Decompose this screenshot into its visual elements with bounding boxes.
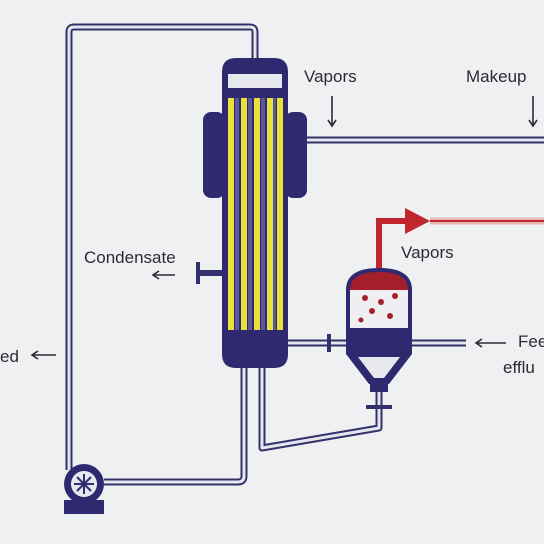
steam-jacket-right <box>285 112 307 198</box>
vapor-arrow-icon <box>405 208 430 234</box>
left-cut-label: ed <box>0 347 19 366</box>
feed-label-line1: Fee <box>518 332 544 351</box>
recirculation-pipe <box>65 23 259 470</box>
steam-jacket-left <box>203 112 225 198</box>
evaporator <box>203 58 307 368</box>
vapors-separator-label: Vapors <box>401 243 454 262</box>
evaporator-to-separator-pipe <box>282 334 346 352</box>
separator-return-pipe <box>258 362 383 452</box>
vapors-down-arrow-icon <box>327 96 337 128</box>
makeup-label: Makeup <box>466 67 526 86</box>
pump-discharge-pipe <box>104 362 248 486</box>
condensate-arrow-icon <box>151 270 175 280</box>
pump-icon <box>64 464 104 514</box>
condensate-outlet <box>196 262 226 284</box>
heating-tubes <box>228 98 283 330</box>
feed-arrow-icon <box>474 338 506 348</box>
feed-label-line2: efflu <box>503 358 535 377</box>
separator <box>346 208 544 409</box>
left-outlet-arrow-icon <box>30 350 56 360</box>
makeup-down-arrow-icon <box>528 96 538 128</box>
vapors-top-label: Vapors <box>304 67 357 86</box>
condensate-label: Condensate <box>84 248 176 267</box>
